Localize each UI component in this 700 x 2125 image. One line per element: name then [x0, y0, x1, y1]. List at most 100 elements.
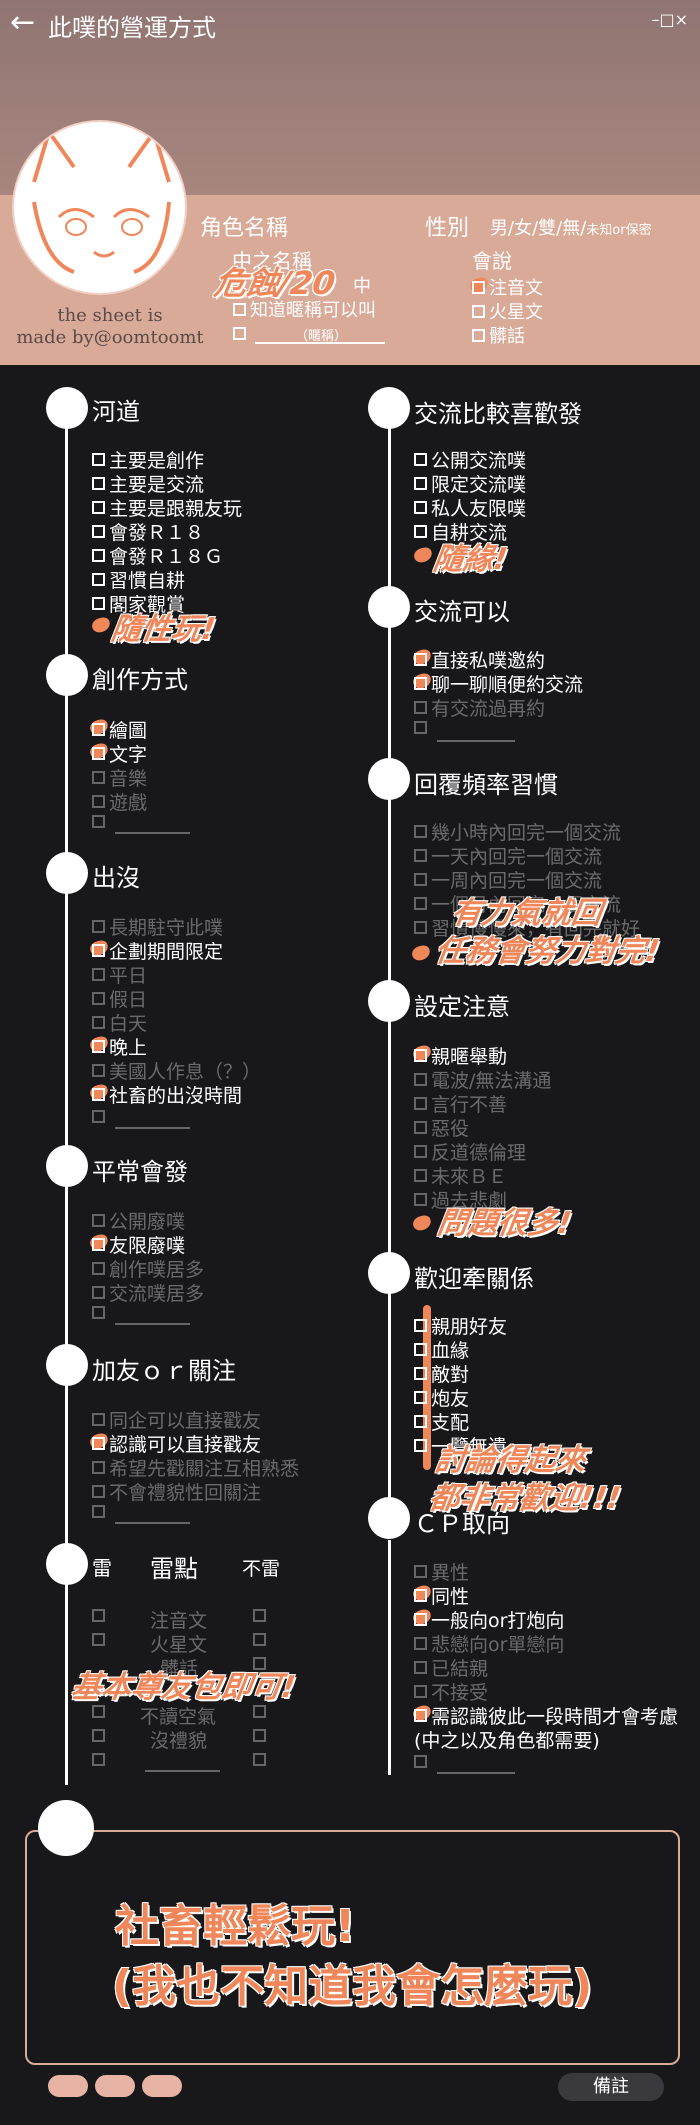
option[interactable]: 白天	[92, 1009, 147, 1036]
sheet-credit: the sheet is made by@oomtoomt	[16, 305, 204, 348]
section-dot	[368, 980, 410, 1022]
option[interactable]: 會發Ｒ１８Ｇ	[92, 542, 223, 569]
option[interactable]: 平日	[92, 961, 147, 988]
trigger-left-check[interactable]	[92, 1750, 109, 1772]
option[interactable]: 異性	[414, 1558, 469, 1585]
option[interactable]: 直接私噗邀約	[414, 646, 545, 673]
option[interactable]: 反道德倫理	[414, 1138, 526, 1165]
option[interactable]: 交流噗居多	[92, 1279, 204, 1306]
option[interactable]: 一周內回完一個交流	[414, 866, 602, 893]
option[interactable]: 一覽無遺	[414, 1432, 507, 1459]
option-blank[interactable]	[414, 718, 431, 740]
option[interactable]: 公開交流噗	[414, 446, 526, 473]
option[interactable]: 一般向or打炮向	[414, 1606, 564, 1633]
option[interactable]: 友限廢噗	[92, 1231, 185, 1258]
trigger-right-check[interactable]	[253, 1654, 270, 1676]
nickname-ok-option[interactable]: 知道暱稱可以叫	[233, 296, 376, 322]
option[interactable]: 創作噗居多	[92, 1255, 204, 1282]
option[interactable]: 主要是交流	[92, 470, 204, 497]
option[interactable]: 過去悲劇	[414, 1186, 507, 1213]
option[interactable]: 幾小時內回完一個交流	[414, 818, 621, 845]
trigger-right-check[interactable]	[253, 1750, 270, 1772]
option[interactable]: 炮友	[414, 1384, 469, 1411]
back-arrow-icon[interactable]: ←	[10, 5, 36, 40]
option[interactable]: 會發Ｒ１８	[92, 518, 204, 545]
option[interactable]: 希望先戳關注互相熟悉	[92, 1454, 299, 1481]
option[interactable]: 公開廢噗	[92, 1207, 185, 1234]
section-dot	[368, 758, 410, 800]
option[interactable]: 支配	[414, 1408, 469, 1435]
trigger-right-check[interactable]	[253, 1606, 270, 1628]
check-mark-icon	[411, 1213, 433, 1233]
option-blank[interactable]	[92, 1107, 109, 1129]
section-title-triggers: 雷	[92, 1556, 112, 1580]
option[interactable]: 一天內回完一個交流	[414, 842, 602, 869]
option[interactable]: 私人友限噗	[414, 494, 526, 521]
option[interactable]: 音樂	[92, 764, 147, 791]
option[interactable]: 惡役	[414, 1114, 469, 1141]
trigger-left-check[interactable]	[92, 1726, 109, 1748]
option[interactable]: 文字	[92, 740, 147, 767]
option[interactable]: 閣家觀賞	[92, 590, 185, 617]
option[interactable]: 美國人作息（？）	[92, 1057, 261, 1084]
option[interactable]: 晚上	[92, 1033, 147, 1060]
option[interactable]: 聊一聊順便約交流	[414, 670, 583, 697]
cat-sketch-icon	[32, 127, 171, 274]
option[interactable]: 有交流過再約	[414, 694, 545, 721]
section-title-presence: 出沒	[92, 864, 140, 892]
option[interactable]: 自耕交流	[414, 518, 507, 545]
section-title-reply-frequency: 回覆頻率習慣	[414, 771, 558, 799]
option-blank[interactable]	[92, 812, 109, 834]
trigger-right-check[interactable]	[253, 1726, 270, 1748]
option[interactable]: 長期駐守此噗	[92, 913, 223, 940]
option[interactable]: 血緣	[414, 1336, 469, 1363]
lang-option-3[interactable]: 髒話	[472, 322, 525, 348]
option[interactable]: 繪圖	[92, 716, 147, 743]
option[interactable]: 習慣慢慢來，有回完就好	[414, 914, 640, 941]
option[interactable]: 主要是跟親友玩	[92, 494, 242, 521]
option[interactable]: 習慣自耕	[92, 566, 185, 593]
option[interactable]: 未來ＢＥ	[414, 1162, 507, 1189]
option[interactable]: 假日	[92, 985, 147, 1012]
option[interactable]: 需認識彼此一段時間才會考慮	[414, 1702, 678, 1729]
nickname-field[interactable]	[233, 322, 250, 346]
option[interactable]: 主要是創作	[92, 446, 204, 473]
check-mark-icon	[90, 615, 112, 635]
lang-option-1[interactable]: 注音文	[472, 274, 543, 300]
option[interactable]: 遊戲	[92, 788, 147, 815]
trigger-left-check[interactable]	[92, 1606, 109, 1628]
option[interactable]: 不會禮貌性回關注	[92, 1478, 261, 1505]
option[interactable]: 認識可以直接戳友	[92, 1430, 261, 1457]
option[interactable]: 已結親	[414, 1654, 488, 1681]
window-controls[interactable]: –□×	[651, 10, 688, 29]
lang-option-2[interactable]: 火星文	[472, 298, 543, 324]
option-blank[interactable]	[92, 1303, 109, 1325]
option-blank[interactable]	[92, 1502, 109, 1524]
color-swatch	[142, 2075, 182, 2097]
trigger-left-check[interactable]	[92, 1702, 109, 1724]
option[interactable]: 社畜的出沒時間	[92, 1081, 242, 1108]
trigger-right-check[interactable]	[253, 1702, 270, 1724]
trigger-left-check[interactable]	[92, 1630, 109, 1652]
option[interactable]: 言行不善	[414, 1090, 507, 1117]
option[interactable]: 不接受	[414, 1678, 488, 1705]
option[interactable]: 親暱舉動	[414, 1042, 507, 1069]
option[interactable]: 一個月內回完一個交流	[414, 890, 621, 917]
option-blank[interactable]	[414, 1752, 431, 1774]
annotation: 問題很多!	[435, 1206, 574, 1241]
section-dot	[46, 852, 88, 894]
option[interactable]: 悲戀向or單戀向	[414, 1630, 564, 1657]
option[interactable]: 企劃期間限定	[92, 937, 223, 964]
option[interactable]: 敵對	[414, 1360, 469, 1387]
option[interactable]: 電波/無法溝通	[414, 1066, 551, 1093]
trigger-right-check[interactable]	[253, 1630, 270, 1652]
option[interactable]: 親朋好友	[414, 1312, 507, 1339]
gender-label: 性別	[425, 216, 470, 241]
section-title-cp-preference: ＣＰ取向	[414, 1510, 510, 1538]
left-timeline	[65, 410, 68, 1785]
annotation: 任務會努力對完!	[433, 934, 662, 969]
remark-button[interactable]: 備註	[558, 2073, 664, 2101]
option[interactable]: 同企可以直接戳友	[92, 1406, 261, 1433]
option[interactable]: 同性	[414, 1582, 469, 1609]
option[interactable]: 限定交流噗	[414, 470, 526, 497]
